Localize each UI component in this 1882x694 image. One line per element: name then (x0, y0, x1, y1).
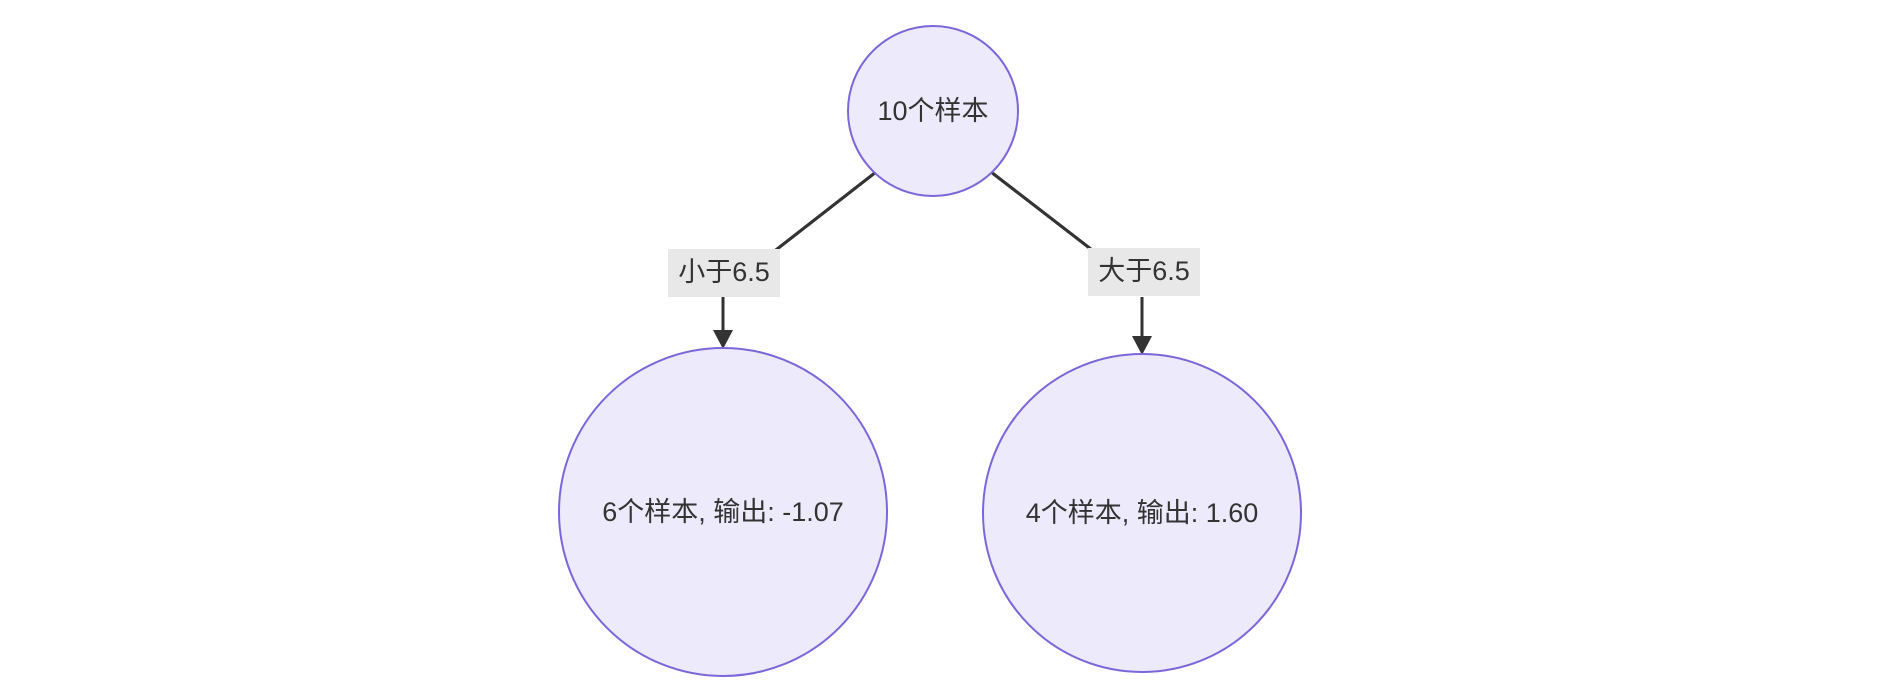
node-root-label: 10个样本 (877, 96, 988, 126)
node-leaf-right[interactable]: 4个样本, 输出: 1.60 (982, 353, 1302, 673)
node-leaf-right-label: 4个样本, 输出: 1.60 (1026, 498, 1259, 528)
edge-left-label-box (668, 249, 780, 297)
node-root-circle (847, 25, 1019, 197)
edge-left-arrow-head (713, 330, 733, 349)
edge-right[interactable] (990, 170, 1152, 355)
edge-left-label-text: 小于6.5 (678, 257, 770, 287)
edge-left-label[interactable]: 小于6.5 (668, 249, 780, 297)
node-leaf-right-circle (982, 353, 1302, 673)
node-leaf-left[interactable]: 6个样本, 输出: -1.07 (558, 347, 888, 677)
edge-right-label-box (1088, 248, 1200, 296)
node-leaf-left-label: 6个样本, 输出: -1.07 (602, 497, 844, 527)
edge-right-label-text: 大于6.5 (1098, 256, 1190, 286)
node-root[interactable]: 10个样本 (847, 25, 1019, 197)
edge-left[interactable] (713, 170, 877, 349)
edge-left-line (771, 170, 877, 255)
edge-right-arrow-head (1132, 336, 1152, 355)
edge-right-line (990, 170, 1097, 255)
node-leaf-left-circle (558, 347, 888, 677)
edge-right-label[interactable]: 大于6.5 (1088, 248, 1200, 296)
